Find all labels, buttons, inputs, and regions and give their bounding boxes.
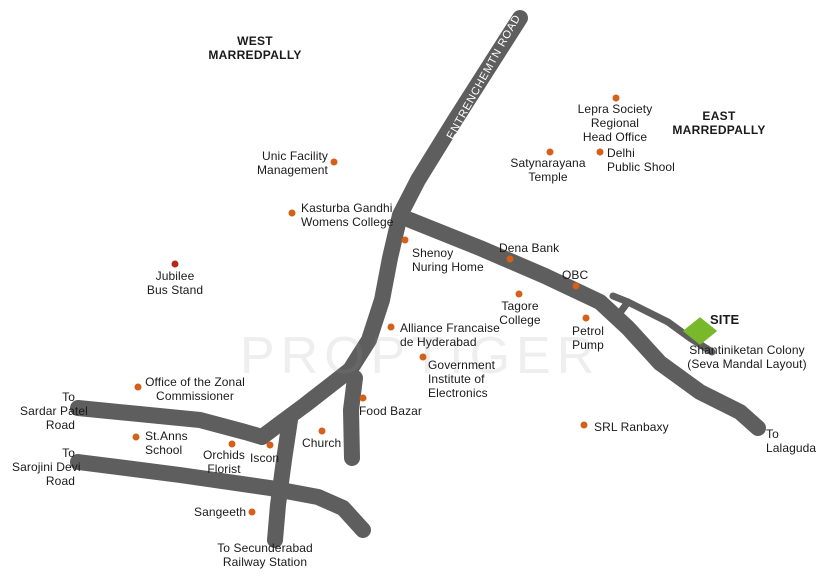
- landmark-dot-kasturba[interactable]: [288, 209, 296, 217]
- road-food-bazar-spur: [343, 370, 363, 466]
- site-title: SITE: [710, 312, 740, 327]
- road-secunderabad: [267, 412, 298, 548]
- road-site-connector: [612, 298, 632, 322]
- watermark: PROPTIGER: [240, 327, 601, 385]
- site-address: Shantiniketan Colony (Seva Mandal Layout…: [687, 343, 807, 371]
- landmark-label-petrol: Petrol Pump: [572, 324, 604, 352]
- landmark-label-zonal: Office of the Zonal Commissioner: [145, 375, 245, 403]
- landmark-label-church: Church: [302, 436, 342, 450]
- landmark-label-iscon: Iscon: [250, 451, 280, 465]
- direction-secunderabad-station: To Secunderabad Railway Station: [217, 541, 313, 569]
- landmark-label-orchids: Orchids Florist: [202, 448, 246, 476]
- landmark-dot-unic[interactable]: [330, 158, 338, 166]
- landmark-dot-food-bazar[interactable]: [359, 394, 367, 402]
- landmark-label-delhi-school: Delhi Public Shool: [607, 146, 675, 174]
- landmark-dot-sangeeth[interactable]: [248, 508, 256, 516]
- landmark-label-alliance: Alliance Francaise de Hyderabad: [400, 321, 500, 349]
- landmark-dot-church[interactable]: [318, 427, 326, 435]
- direction-lalaguda: To Lalaguda: [766, 427, 817, 455]
- landmark-label-food-bazar: Food Bazar: [359, 404, 423, 418]
- landmark-label-kasturba: Kasturba Gandhi Womens College: [301, 201, 394, 229]
- landmark-label-gov-institute: Government Institute of Electronics: [428, 358, 496, 400]
- landmark-dot-dena-bank[interactable]: [506, 255, 514, 263]
- area-label-east-marredpally: EAST MARREDPALLY: [672, 109, 766, 137]
- landmark-dot-shenoy[interactable]: [401, 236, 409, 244]
- landmark-dot-obc[interactable]: [572, 282, 580, 290]
- road-sarojini-devi: [70, 454, 371, 538]
- landmark-label-shenoy: Shenoy Nuring Home: [412, 246, 484, 274]
- landmark-dot-delhi-school[interactable]: [596, 148, 604, 156]
- direction-sarojini-devi-road: To Sarojini Devi Road: [12, 446, 81, 488]
- landmark-label-satyanarayana: Satynarayana Temple: [510, 156, 586, 184]
- area-label-west-marredpally: WEST MARREDPALLY: [208, 34, 302, 62]
- direction-sardar-patel-road: To Sardar Patel Road: [20, 390, 88, 432]
- landmark-label-tagore: Tagore College: [499, 299, 541, 327]
- landmark-dot-alliance[interactable]: [387, 323, 395, 331]
- road-entrenchment: [254, 10, 528, 445]
- landmark-dot-satyanarayana[interactable]: [546, 148, 554, 156]
- landmark-dot-jubilee[interactable]: [171, 260, 179, 268]
- landmark-label-jubilee: Jubilee Bus Stand: [146, 269, 204, 297]
- landmark-dot-zonal[interactable]: [134, 383, 142, 391]
- landmark-dot-iscon[interactable]: [266, 441, 274, 449]
- landmark-label-obc: OBC: [562, 268, 589, 282]
- landmark-label-lepra: Lepra Society Regional Head Office: [577, 102, 653, 144]
- landmark-dot-gov-institute[interactable]: [419, 353, 427, 361]
- landmark-dot-petrol[interactable]: [582, 314, 590, 322]
- landmark-dot-tagore[interactable]: [515, 290, 523, 298]
- landmark-label-st-anns: St.Anns School: [145, 429, 188, 457]
- landmark-dot-orchids[interactable]: [228, 440, 236, 448]
- road-to-lalaguda: [402, 212, 766, 436]
- landmark-dot-srl[interactable]: [580, 421, 588, 429]
- road-sardar-patel: [70, 400, 270, 445]
- landmark-dot-lepra[interactable]: [612, 94, 620, 102]
- landmark-dot-st-anns[interactable]: [132, 433, 140, 441]
- landmark-label-unic: Unic Facility Management: [256, 149, 328, 177]
- landmark-label-sangeeth: Sangeeth: [194, 505, 247, 519]
- landmark-label-srl: SRL Ranbaxy: [594, 420, 669, 434]
- landmark-label-dena-bank: Dena Bank: [499, 241, 560, 255]
